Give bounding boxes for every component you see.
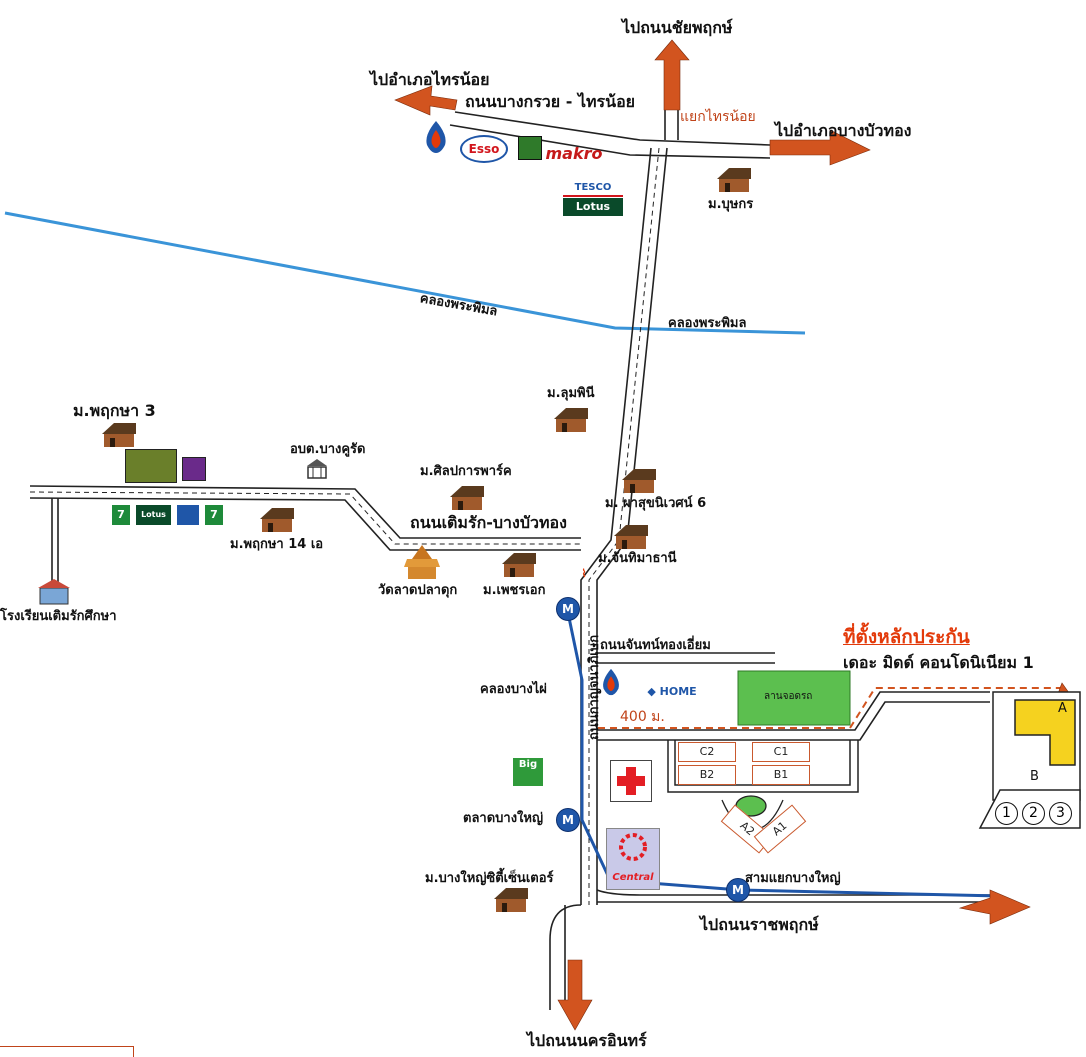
- village-icon: [260, 508, 294, 532]
- tesco-logo: TESCO: [563, 181, 623, 197]
- label-sai-noi-junction: แยกไทรน้อย: [680, 109, 756, 125]
- legend-box: [0, 1046, 134, 1057]
- label-to-ratchaphruek: ไปถนนราชพฤกษ์: [700, 915, 819, 934]
- jantong-road: [597, 652, 775, 664]
- label-project-title: ที่ตั้งหลักประกัน: [843, 626, 970, 648]
- seven-eleven-logo: 7: [205, 505, 223, 525]
- seven-eleven-logo: 7: [112, 505, 130, 525]
- site-block-b: B: [1030, 769, 1039, 784]
- metro-station-icon: M: [556, 808, 580, 832]
- label-to-nakhon-in: ไปถนนนครอินทร์: [527, 1031, 647, 1050]
- label-m-silpakarn: ม.ศิลปการพาร์ค: [420, 464, 512, 479]
- makro-logo: makro: [545, 144, 603, 163]
- label-obt-bang-khu-rat: อบต.บางคูรัด: [290, 442, 366, 457]
- market-image: [125, 449, 177, 483]
- ptt-gas-station-icon: [426, 121, 446, 153]
- toem-rak-road: [29, 485, 581, 600]
- site-access-road: [597, 691, 990, 741]
- label-m-butsakorn: ม.บุษกร: [708, 197, 754, 212]
- home-pro-logo: ◆ HOME: [647, 685, 697, 698]
- label-parking: ลานจอดรถ: [764, 691, 813, 702]
- bank-logo: [182, 457, 206, 481]
- metro-station-icon: M: [556, 597, 580, 621]
- village-icon: [502, 553, 536, 577]
- village-icon: [622, 469, 656, 493]
- building-b2: B2: [678, 765, 736, 785]
- esso-logo: Esso: [460, 135, 508, 163]
- government-office-icon: [307, 459, 327, 479]
- site-unit-2: 2: [1022, 802, 1045, 825]
- ptt-gas-station-icon: [603, 668, 619, 696]
- label-toem-rak-road: ถนนเติมรัก-บางบัวทอง: [410, 513, 567, 532]
- canal-phra-phimon: [4, 211, 806, 335]
- bank-logo: [177, 505, 199, 525]
- label-wat-lat-pla-duk: วัดลาดปลาดุก: [378, 583, 458, 598]
- label-talat-bang-yai: ตลาดบางใหญ่: [463, 811, 544, 826]
- hospital-zone: [667, 740, 859, 793]
- route-dashed: [598, 687, 1071, 729]
- label-m-phet-ake: ม.เพชรเอก: [483, 583, 546, 598]
- label-jantongiam-road: ถนนจันทน์ทองเอี่ยม: [600, 638, 711, 653]
- site-unit-1: 1: [995, 802, 1018, 825]
- label-m-bang-yai-city: ม.บางใหญ่ซิตี้เซ็นเตอร์: [425, 871, 554, 886]
- shell-station-icon: [518, 136, 542, 160]
- site-unit-3: 3: [1049, 802, 1072, 825]
- label-sam-yaek-bang-yai: สามแยกบางใหญ่: [745, 871, 841, 886]
- temple-icon: [404, 545, 440, 579]
- building-c2: C2: [678, 742, 736, 762]
- label-m-lumphini: ม.ลุมพินี: [547, 386, 595, 401]
- label-canal-phimon-2: คลองพระพิมล: [668, 316, 747, 331]
- village-icon: [717, 168, 751, 192]
- label-distance: 400 ม.: [620, 709, 665, 725]
- direction-arrows: [394, 39, 1075, 1031]
- label-m-phruksa3: ม.พฤกษา 3: [73, 401, 156, 420]
- metro-line: [565, 607, 1001, 898]
- big-c-logo: Big: [513, 758, 543, 786]
- label-project-name: เดอะ มิดด์ คอนโดนิเนียม 1: [843, 653, 1034, 672]
- label-m-phasuk: ม. ผาสุขนิเวศน์ 6: [605, 496, 707, 511]
- label-khlong-bang-phai: คลองบางไผ่: [480, 682, 547, 697]
- lotus-logo: Lotus: [136, 505, 171, 525]
- village-icon: [554, 408, 588, 432]
- village-icon: [450, 486, 484, 510]
- bottom-road: [549, 889, 1000, 1010]
- school-icon: [38, 579, 70, 605]
- parking-lot: [737, 670, 851, 726]
- label-m-janthima: ม.จันทิมาธานี: [598, 551, 677, 566]
- label-school: โรงเรียนเติมรักศึกษา: [0, 609, 117, 624]
- road-break-icon: ⌇: [581, 567, 587, 580]
- building-c1: C1: [752, 742, 810, 762]
- site-block-a: A: [1058, 701, 1067, 716]
- village-icon: [494, 888, 528, 912]
- central-logo: Central: [606, 828, 660, 890]
- label-bang-kruai-road: ถนนบางกรวย - ไทรน้อย: [465, 92, 636, 111]
- metro-station-icon: M: [726, 878, 750, 902]
- village-icon: [614, 525, 648, 549]
- village-icon: [102, 423, 136, 447]
- lotus-logo: Lotus: [563, 198, 623, 216]
- label-to-sai-noi: ไปอำเภอไทรน้อย: [370, 70, 490, 89]
- building-b1: B1: [752, 765, 810, 785]
- label-m-phruksa14: ม.พฤกษา 14 เอ: [230, 537, 324, 552]
- label-to-bang-bua-thong: ไปอำเภอบางบัวทอง: [775, 121, 912, 140]
- label-to-chaiyaphruek: ไปถนนชัยพฤกษ์: [622, 18, 733, 37]
- central-label: Central: [612, 872, 654, 883]
- hospital-icon: [610, 760, 652, 802]
